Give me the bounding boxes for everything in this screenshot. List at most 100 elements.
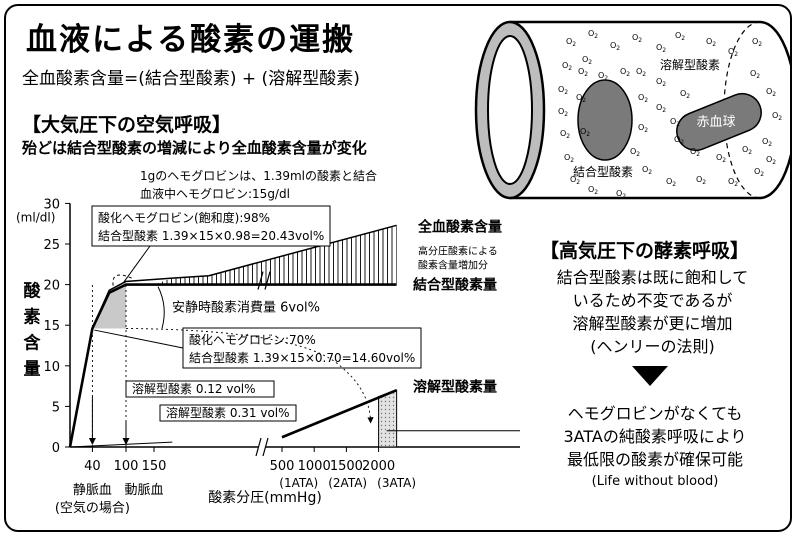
- o2-molecule: O2: [588, 29, 598, 40]
- y-unit: (ml/dl): [16, 211, 55, 225]
- o2-molecule: O2: [616, 189, 626, 200]
- o2-molecule: O2: [558, 107, 568, 118]
- venous-text: 結合型酸素 1.39×15×0.70=14.60vol%: [189, 350, 415, 365]
- result-line: 最低限の酸素が確保可能: [566, 450, 743, 469]
- y-axis-label: 素: [24, 308, 41, 328]
- o2-molecule: O2: [564, 153, 574, 164]
- series-bound-line: [68, 283, 397, 448]
- o2-molecule: O2: [762, 137, 772, 148]
- o2-molecule: O2: [716, 153, 726, 164]
- x-axis-label: 酸素分圧(mmHg): [208, 490, 322, 506]
- axis-break-mark: [255, 437, 262, 457]
- o2-molecule: O2: [638, 123, 648, 134]
- o2-molecule: O2: [675, 31, 685, 42]
- o2-molecule: O2: [580, 127, 590, 138]
- y-tick-label: 10: [43, 360, 60, 375]
- o2-molecule: O2: [566, 37, 576, 48]
- o2-molecule: O2: [656, 77, 666, 88]
- x-mark-label: 静脈血: [73, 483, 112, 498]
- o2-molecule: O2: [578, 67, 588, 78]
- hyperbaric-heading: 【高気圧下の酵素呼吸】: [540, 240, 750, 262]
- dotted-arrow: [125, 327, 374, 424]
- air-heading: 【大気圧下の空気呼吸】: [22, 114, 232, 136]
- dissolved-100-box: [159, 404, 297, 422]
- o2-molecule: O2: [570, 175, 580, 186]
- rbc-label: 赤血球: [696, 115, 735, 130]
- consumption-area: [92, 284, 126, 329]
- y-tick-label: 15: [43, 319, 60, 334]
- o2-molecule: O2: [754, 167, 764, 178]
- formula: 全血酸素含量=(結合型酸素) + (溶解型酸素): [22, 69, 360, 89]
- series-label-dissolved: 溶解型酸素量: [413, 379, 497, 396]
- consumption-bracket: [157, 286, 165, 329]
- axis-break-gap: [258, 437, 266, 457]
- o2-molecule: O2: [582, 55, 592, 66]
- x-tick-label: 1500: [330, 459, 363, 474]
- o2-molecule: O2: [766, 155, 776, 166]
- o2-molecule: O2: [610, 41, 620, 52]
- o2-molecule: O2: [638, 93, 648, 104]
- result-line: 3ATAの純酸素呼吸により: [563, 427, 747, 446]
- chart-note: 血液中ヘモグロビン:15g/dl: [140, 186, 290, 201]
- series-dissolved-line: [281, 388, 398, 439]
- arterial-text: 結合型酸素 1.39×15×0.98=20.43vol%: [98, 228, 324, 243]
- o2-molecule: O2: [728, 177, 738, 188]
- o2-molecule: O2: [706, 37, 716, 48]
- result-line: ヘモグロビンがなくても: [567, 404, 743, 423]
- dissolved-100-text: 溶解型酸素 0.31 vol%: [166, 405, 290, 420]
- arterial-leader: [122, 245, 151, 284]
- vessel-body: [510, 20, 790, 200]
- series-label-total: 全血酸素含量: [417, 218, 502, 235]
- red-blood-cell-side: [676, 92, 762, 152]
- o2-molecule: O2: [674, 135, 684, 146]
- series-dissolved-line: [69, 441, 173, 448]
- hyperbaric-line: 結合型酸素は既に飽和して: [556, 268, 749, 287]
- series-label-bound: 結合型酸素量: [413, 277, 497, 294]
- y-tick-label: 25: [43, 238, 60, 253]
- x-tick-label: 500: [270, 459, 295, 474]
- air-subtitle: 殆どは結合型酸素の増減により全血酸素含量が変化: [22, 139, 367, 157]
- arterial-box: [91, 205, 331, 247]
- o2-molecule: O2: [766, 87, 776, 98]
- chart-note: 1gのヘモグロビンは、1.39mlの酸素と結合: [140, 168, 377, 183]
- dissolved-oxygen-label: 溶解型酸素: [660, 57, 720, 72]
- y-axis-label: 酸: [24, 281, 42, 302]
- hyperbaric-line: 溶解型酸素が更に増加: [572, 314, 733, 333]
- o2-molecule: O2: [620, 67, 630, 78]
- o2-molecule: O2: [750, 69, 760, 80]
- x-tick-label: 2000: [362, 459, 395, 474]
- y-tick-label: 0: [52, 441, 60, 456]
- consumption-label: 安静時酸素消費量 6vol%: [172, 301, 320, 316]
- venous-leader: [94, 329, 184, 349]
- dissolved-40-text: 溶解型酸素 0.12 vol%: [132, 381, 256, 396]
- y-axis-label: 含: [24, 333, 42, 354]
- x-tick-label: 1000: [298, 459, 331, 474]
- y-axis-label: 量: [24, 359, 41, 380]
- hyperbaric-line: いるため不変であるが: [572, 291, 733, 310]
- o2-molecule: O2: [656, 43, 666, 54]
- venous-text: 酸化ヘモグロビン:70%: [189, 332, 316, 347]
- outer-frame: [4, 4, 792, 532]
- o2-molecule: O2: [576, 93, 586, 104]
- o2-molecule: O2: [670, 117, 680, 128]
- x-tick-label: 40: [84, 459, 101, 474]
- hatch-label: 高分圧酸素による: [418, 245, 498, 258]
- o2-molecule: O2: [666, 177, 676, 188]
- x-ata-label: (2ATA): [328, 476, 367, 490]
- venous-box: [182, 327, 422, 369]
- page-title: 血液による酸素の運搬: [26, 22, 356, 58]
- o2-molecule: O2: [632, 33, 642, 44]
- o2-molecule: O2: [560, 129, 570, 140]
- red-blood-cell-front: [577, 79, 633, 161]
- x-tick-label: 100: [114, 459, 139, 474]
- result-text: ヘモグロビンがなくても 3ATAの純酸素呼吸により 最低限の酸素が確保可能: [520, 402, 790, 471]
- hyperbaric-line: (ヘンリーの法則): [590, 337, 715, 356]
- axis-break-mark: [262, 437, 269, 457]
- x-mark-label: 動脈血: [124, 483, 163, 498]
- x-ata-label: (3ATA): [377, 476, 416, 490]
- o2-molecule: O2: [588, 185, 598, 196]
- x-mark-label: (空気の場合): [55, 500, 130, 516]
- y-tick-label: 30: [43, 197, 60, 212]
